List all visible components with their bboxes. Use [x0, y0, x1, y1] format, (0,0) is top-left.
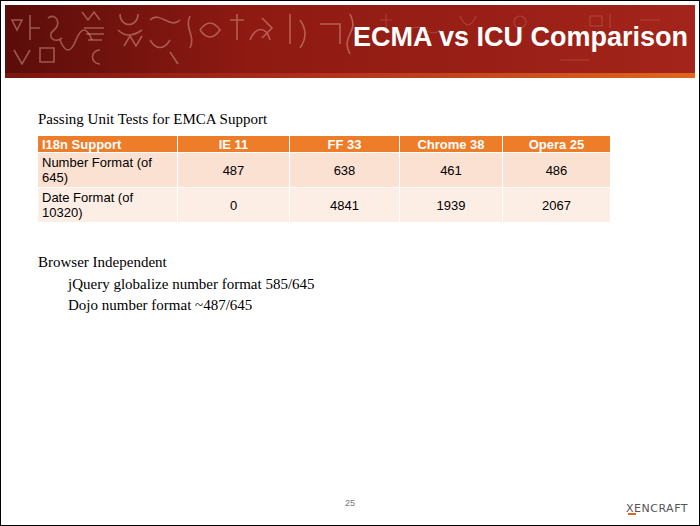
subtitle: Passing Unit Tests for EMCA Support — [38, 111, 267, 128]
table-cell: 4841 — [290, 188, 400, 222]
table-cell: 461 — [400, 153, 503, 187]
table-cell: 2067 — [503, 188, 610, 222]
table-cell: 486 — [503, 153, 610, 187]
table-cell: 638 — [290, 153, 400, 187]
table-cell: Date Format (of 10320) — [38, 188, 178, 222]
page-number: 25 — [345, 498, 355, 508]
table-header-cell: Chrome 38 — [400, 136, 503, 152]
table-header-cell: Opera 25 — [503, 136, 610, 152]
slide-title: ECMA vs ICU Comparison — [353, 22, 688, 53]
bullet-text: jQuery globalize number format 585/645 — [68, 276, 315, 293]
section-heading: Browser Independent — [38, 254, 167, 271]
company-logo: XENCRAFT — [626, 502, 688, 515]
table-cell: 1939 — [400, 188, 503, 222]
table-cell: Number Format (of 645) — [38, 153, 178, 187]
table-header-cell: I18n Support — [38, 136, 178, 152]
table-header-cell: IE 11 — [178, 136, 290, 152]
bullet-text: Dojo number format ~487/645 — [68, 297, 252, 314]
table-cell: 487 — [178, 153, 290, 187]
table-cell: 0 — [178, 188, 290, 222]
table-header-cell: FF 33 — [290, 136, 400, 152]
